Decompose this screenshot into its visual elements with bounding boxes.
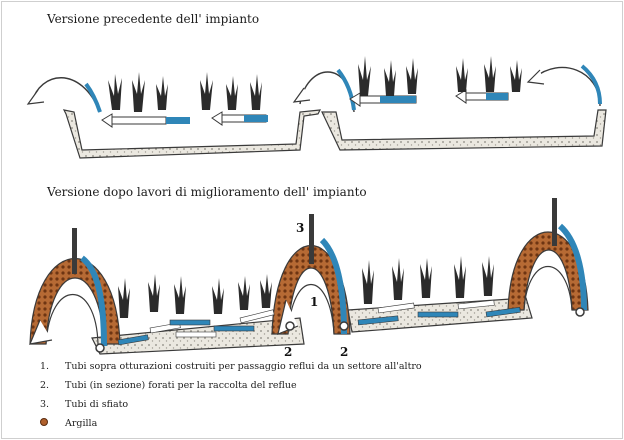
title-before: Versione precedente dell' impianto: [46, 12, 259, 26]
legend-key: 3.: [40, 399, 50, 410]
flow-arrows-top: [101, 89, 509, 128]
basin-1: [62, 109, 322, 159]
vent-pipe-2: [309, 214, 314, 264]
callout-1: 1: [310, 295, 318, 309]
legend-item: Argilla: [40, 418, 600, 437]
legend-text: Argilla: [65, 418, 98, 429]
legend-key: 1.: [40, 361, 50, 372]
legend: 1. Tubi sopra otturazioni costruiti per …: [40, 361, 600, 437]
vent-pipe-3: [552, 198, 557, 246]
clay-dome-1: [29, 228, 121, 353]
basin-2: [321, 109, 607, 151]
clay-dot-icon: [40, 418, 48, 426]
callout-2-right: 2: [340, 345, 348, 359]
legend-item: 2. Tubi (in sezione) forati per la racco…: [40, 380, 600, 399]
reeds-top: [108, 56, 522, 112]
overflow-pipe-2: [299, 71, 355, 113]
vent-pipe-1: [72, 228, 77, 274]
improved-version-diagram: 3 1 2 2: [29, 198, 589, 359]
flow-arrows-bottom: [117, 299, 521, 346]
legend-item: 3. Tubi di sfiato: [40, 399, 600, 418]
legend-text: Tubi sopra otturazioni costruiti per pas…: [65, 361, 422, 372]
previous-version-diagram: [26, 56, 607, 159]
legend-text: Tubi (in sezione) forati per la raccolta…: [65, 380, 297, 391]
legend-item: 1. Tubi sopra otturazioni costruiti per …: [40, 361, 600, 380]
overflow-pipe-1: [31, 77, 101, 113]
flow-arrow-left: [26, 89, 45, 105]
callout-2-left: 2: [284, 345, 292, 359]
callout-3: 3: [296, 221, 304, 235]
legend-text: Tubi di sfiato: [65, 399, 129, 410]
title-after: Versione dopo lavori di miglioramento de…: [46, 185, 367, 199]
collection-pipe-section: [95, 343, 105, 353]
reeds-bottom: [118, 256, 494, 318]
legend-key: 2.: [40, 380, 50, 391]
clay-dome-3: [507, 198, 589, 317]
clay-dome-2: [271, 214, 351, 335]
